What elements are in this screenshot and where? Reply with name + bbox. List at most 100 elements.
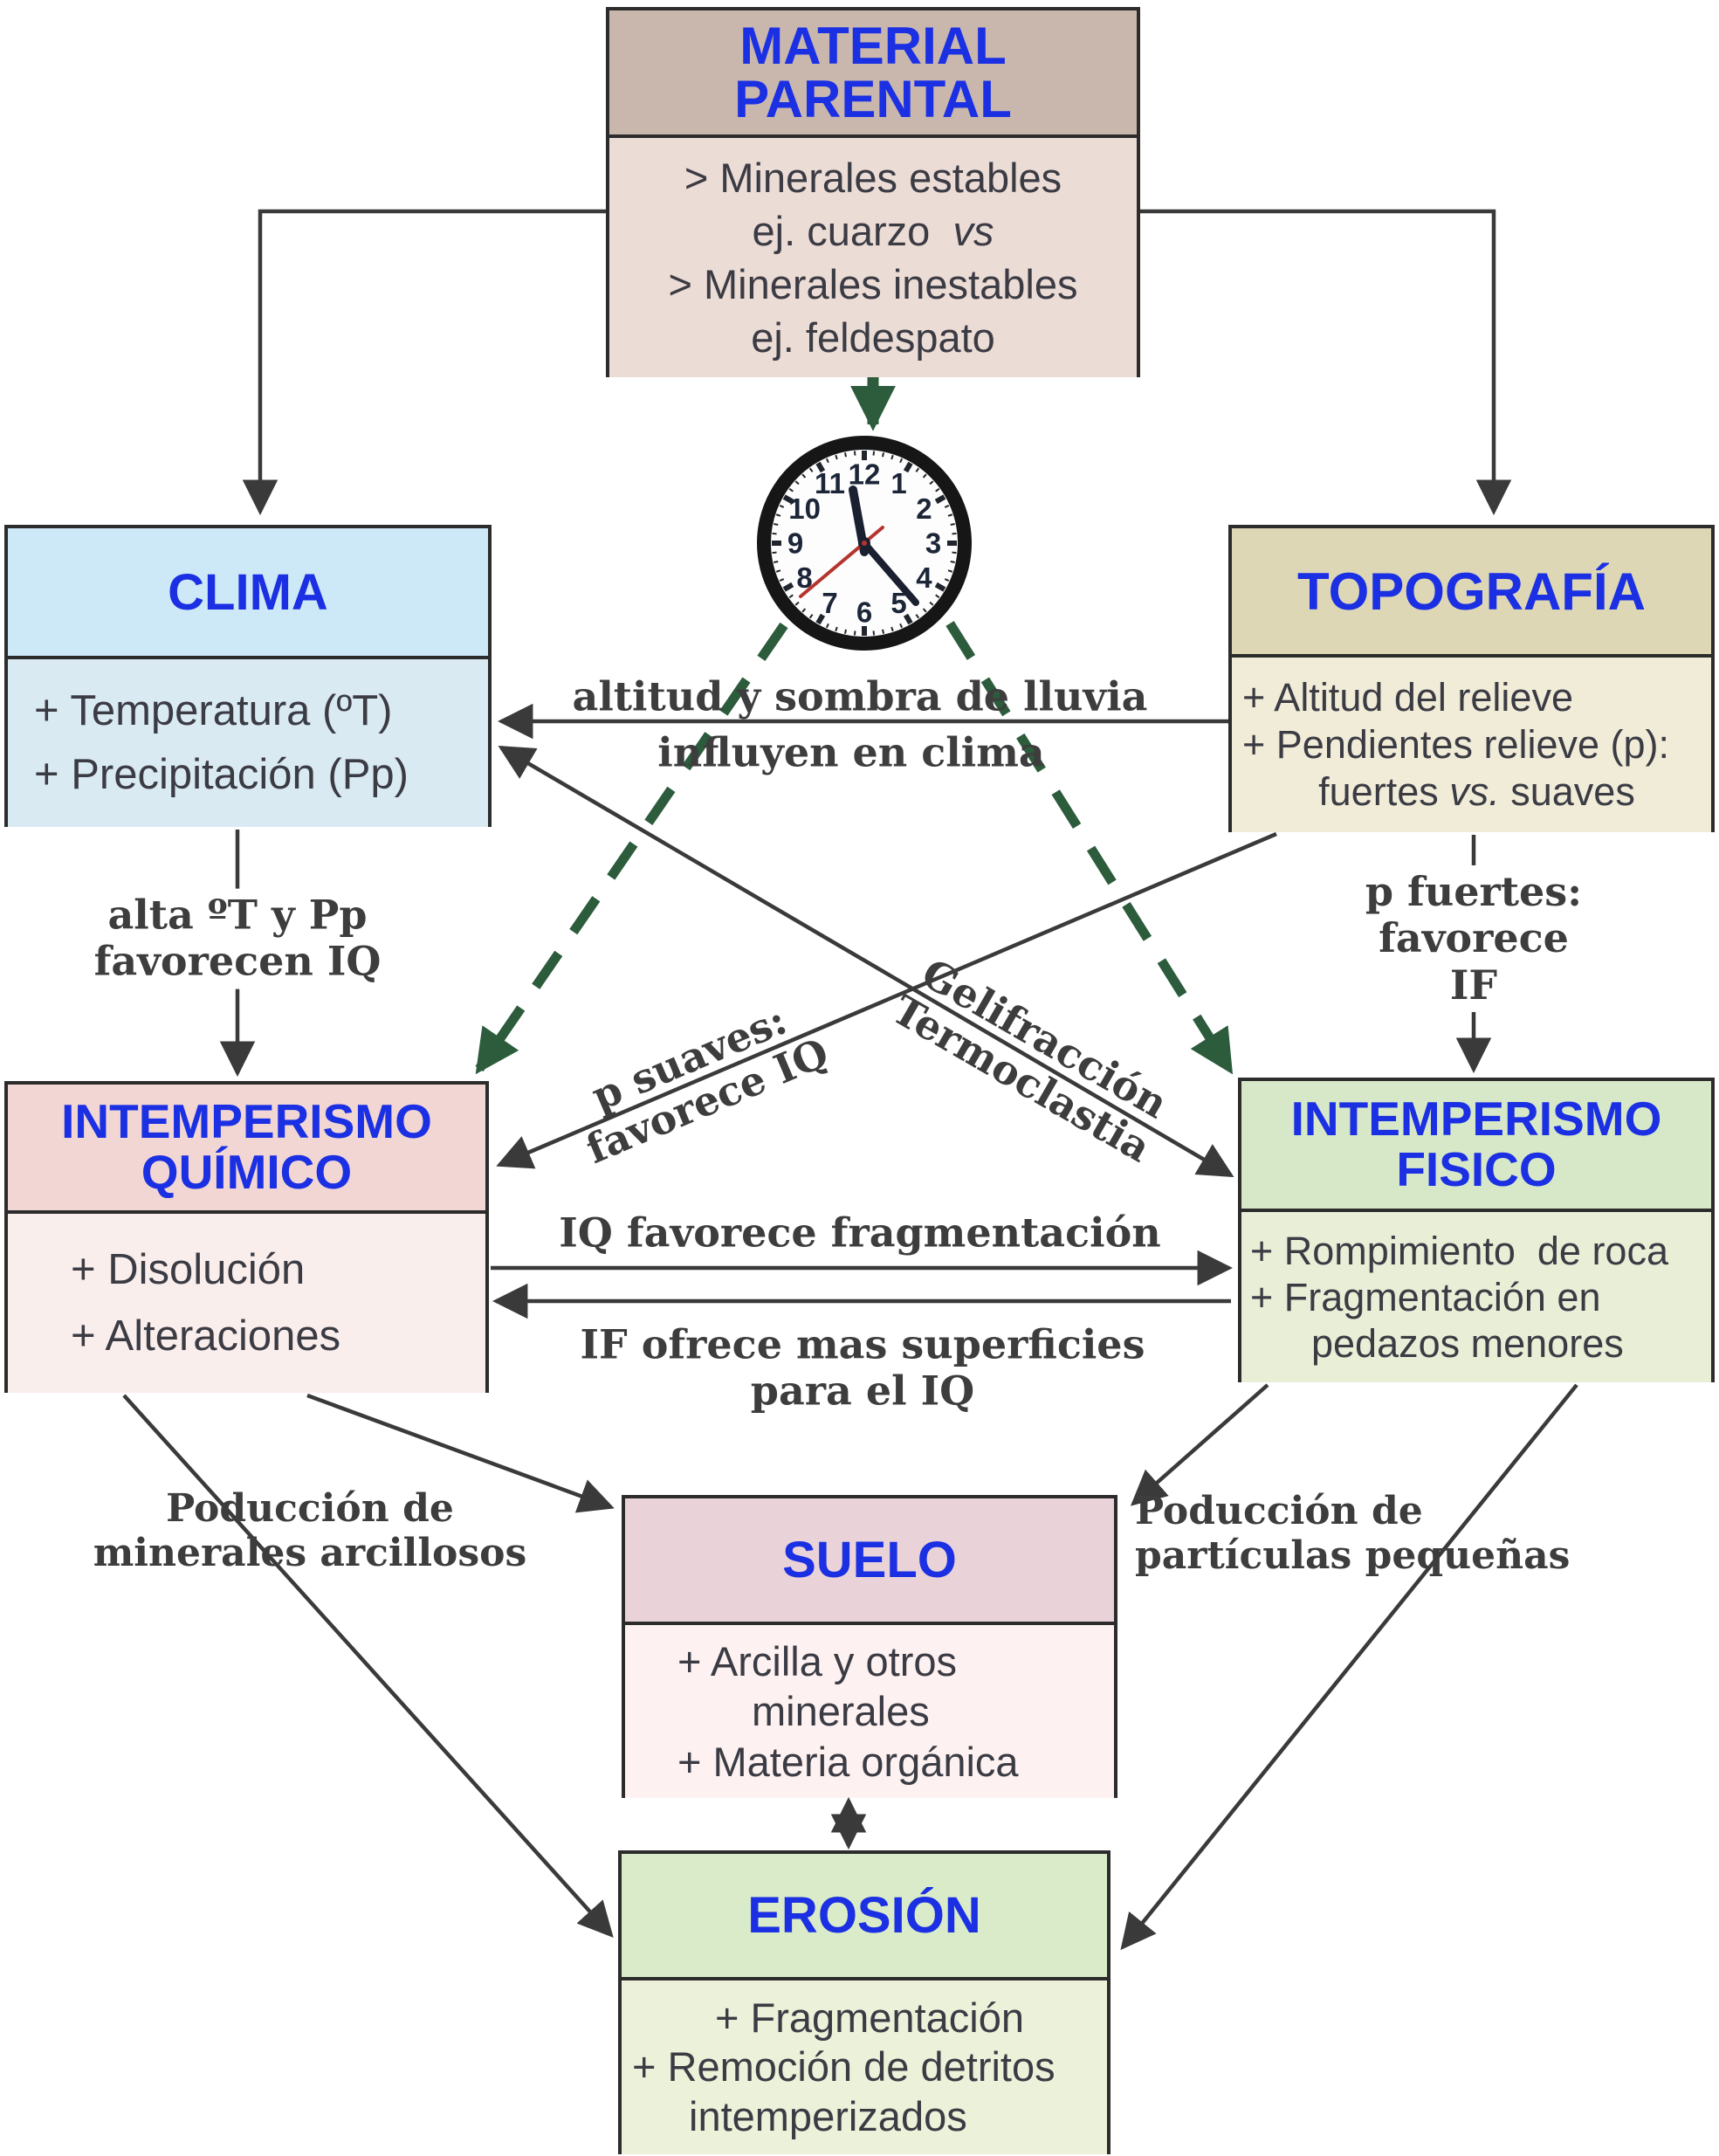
- clock-number: 2: [916, 493, 932, 525]
- intemperismo-quimico-body: + Disolución + Alteraciones: [8, 1214, 485, 1393]
- iq-line2: + Alteraciones: [71, 1312, 341, 1360]
- clock-tick: [882, 629, 885, 634]
- label-clima-iq: alta ºT y Pp favorecen IQ: [83, 888, 392, 989]
- clock-tick: [782, 582, 794, 592]
- arrow-clima-if-gelifraccion: [498, 745, 1234, 1178]
- suelo-body: + Arcilla y otros minerales + Materia or…: [625, 1625, 1114, 1798]
- if-line3: pedazos menores: [1311, 1321, 1624, 1367]
- clock-tick: [788, 487, 794, 493]
- clock-number: 11: [815, 467, 845, 499]
- clock-tick: [815, 461, 826, 473]
- clock-tick: [915, 614, 920, 619]
- clock-tick: [825, 458, 829, 464]
- clock-tick: [922, 608, 927, 613]
- clock-tick: [922, 473, 927, 479]
- clock-tick: [774, 522, 779, 526]
- clock-tick: [935, 594, 940, 599]
- box-clima: CLIMA + Temperatura (ºT) + Precipitación…: [4, 525, 492, 827]
- clima-line1: + Temperatura (ºT): [34, 686, 393, 734]
- label-topografia-if: p fuertes: favorece IF: [1351, 864, 1597, 1013]
- label-if-suelo: Poducción de partículas pequeñas: [1135, 1489, 1571, 1579]
- arrow-iq-to-suelo: [306, 1393, 615, 1513]
- clock-tick: [890, 454, 894, 460]
- clock-tick: [950, 561, 955, 564]
- clock-tick: [944, 578, 950, 582]
- erosion-line1: + Fragmentación: [715, 1994, 1024, 2041]
- intemperismo-fisico-body: + Rompimiento de roca + Fragmentación en…: [1241, 1212, 1711, 1382]
- iq-line1: + Disolución: [71, 1245, 306, 1293]
- clock-tick: [929, 480, 934, 486]
- clock-second-hand: [799, 526, 884, 598]
- label-topografia-clima-2: influyen en clima: [657, 728, 1045, 776]
- clock-number: 6: [856, 596, 872, 629]
- erosion-line2: + Remoción de detritos: [632, 2043, 1055, 2091]
- if-line1: + Rompimiento de roca: [1250, 1228, 1668, 1273]
- clock-tick: [794, 480, 800, 486]
- clock-tick: [775, 569, 781, 573]
- material-parental-line4: ej. feldespato: [751, 314, 995, 362]
- box-intemperismo-fisico: INTEMPERISMO FISICO + Rompimiento de roc…: [1238, 1078, 1715, 1382]
- intemperismo-quimico-title: INTEMPERISMO QUÍMICO: [8, 1085, 485, 1214]
- clock-tick: [944, 504, 950, 508]
- clock-tick: [801, 608, 807, 613]
- clock-tick: [935, 487, 940, 493]
- box-suelo: SUELO + Arcilla y otros minerales + Mate…: [622, 1495, 1117, 1798]
- intemperismo-fisico-title: INTEMPERISMO FISICO: [1241, 1081, 1711, 1212]
- clock-ticks: [772, 451, 957, 636]
- erosion-title: EROSIÓN: [622, 1854, 1107, 1980]
- arrow-topografia-to-iq: [496, 831, 1277, 1169]
- label-if-iq: IF ofrece mas superficies para el IQ: [580, 1320, 1145, 1415]
- clock-number: 8: [796, 561, 812, 594]
- box-topografia: TOPOGRAFÍA + Altitud del relieve + Pendi…: [1228, 525, 1715, 832]
- clock-tick: [915, 467, 920, 472]
- topografia-title: TOPOGRAFÍA: [1232, 528, 1711, 658]
- clock-tick: [934, 582, 946, 592]
- clock-tick: [899, 623, 904, 629]
- topografia-line1: + Altitud del relieve: [1242, 675, 1573, 720]
- clock-tick: [929, 601, 934, 606]
- material-parental-line1: > Minerales estables: [684, 154, 1062, 201]
- suelo-line3: + Materia orgánica: [677, 1738, 1019, 1785]
- topografia-body: + Altitud del relieve + Pendientes relie…: [1232, 658, 1711, 832]
- clock-tick: [950, 522, 955, 526]
- clock-tick: [772, 551, 777, 554]
- material-parental-body: > Minerales estables ej. cuarzo vs > Min…: [609, 138, 1137, 377]
- clock-tick: [808, 614, 814, 619]
- material-parental-line3: > Minerales inestables: [668, 261, 1078, 307]
- arrow-material-to-clima: [242, 209, 606, 516]
- arrow-if-to-suelo: [1130, 1383, 1269, 1506]
- topografia-line2: + Pendientes relieve (p):: [1242, 722, 1670, 767]
- clock-number: 5: [890, 587, 906, 619]
- topografia-line3: fuertes vs. suaves: [1318, 769, 1635, 814]
- clock-tick: [775, 513, 781, 517]
- label-iq-if: IQ favorece fragmentación: [559, 1209, 1161, 1257]
- clock-number: 7: [822, 587, 837, 619]
- material-parental-title: MATERIAL PARENTAL: [609, 10, 1137, 138]
- clock-number: 12: [849, 458, 881, 491]
- clock-tick: [899, 458, 904, 464]
- clock-tick: [825, 623, 829, 629]
- clock-tick: [853, 630, 856, 636]
- clock-number: 3: [925, 527, 941, 560]
- clock-tick: [882, 452, 885, 458]
- clock-tick: [835, 626, 838, 632]
- clock-tick: [853, 451, 856, 456]
- erosion-line3: intemperizados: [689, 2092, 967, 2139]
- arrow-material-to-topografia: [1140, 209, 1512, 516]
- clock-tick: [872, 451, 876, 456]
- clock-tick: [903, 461, 913, 473]
- clock-number: 1: [890, 467, 906, 499]
- clima-body: + Temperatura (ºT) + Precipitación (Pp): [8, 659, 488, 827]
- clock-tick: [835, 454, 838, 460]
- suelo-line1: + Arcilla y otros: [677, 1638, 957, 1684]
- clock-tick: [801, 473, 807, 479]
- clock-tick: [774, 561, 779, 564]
- box-intemperismo-quimico: INTEMPERISMO QUÍMICO + Disolución + Alte…: [4, 1081, 489, 1393]
- clock-tick: [952, 551, 957, 554]
- clima-line2: + Precipitación (Pp): [34, 751, 409, 798]
- clock-tick: [903, 613, 913, 625]
- clock-tick: [843, 629, 847, 634]
- clock-tick: [779, 504, 785, 508]
